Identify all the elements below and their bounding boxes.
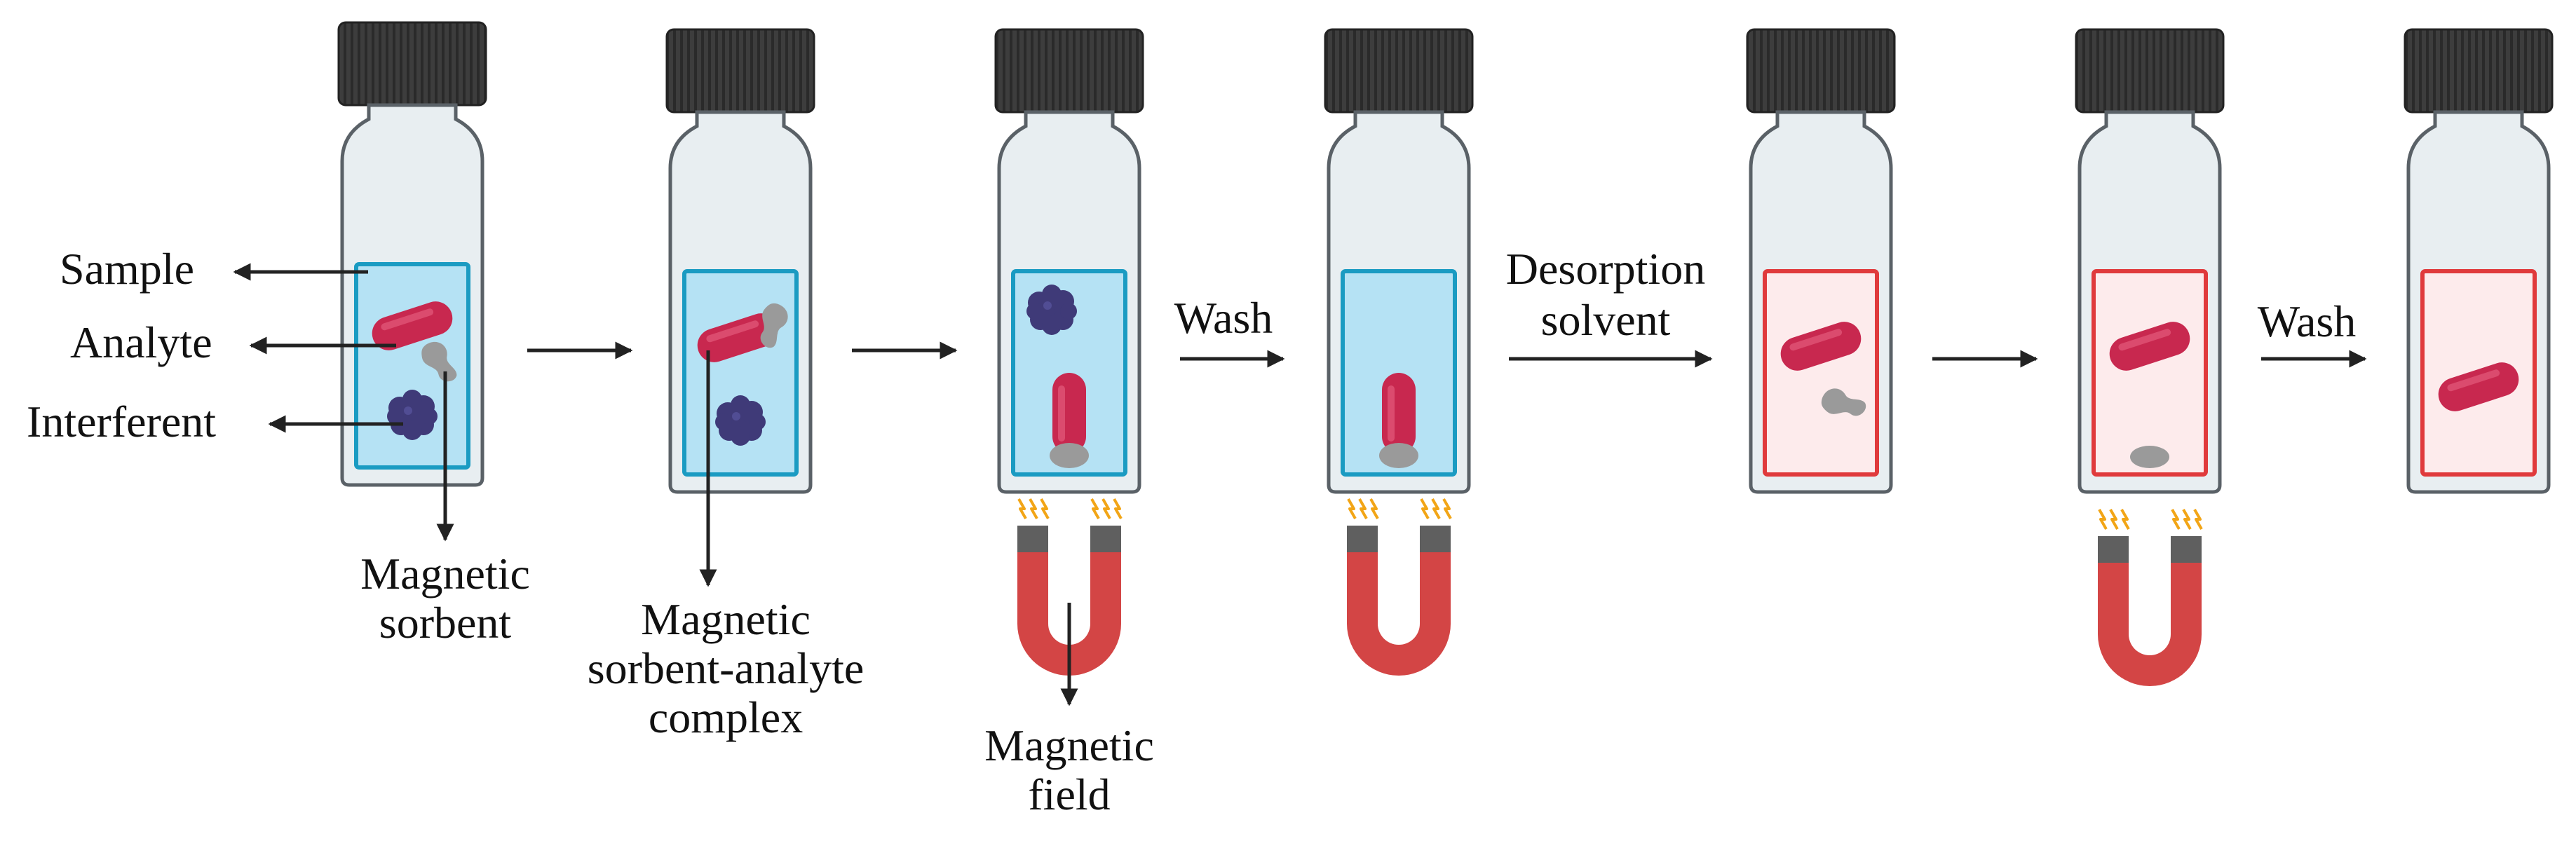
vial-cap xyxy=(2075,28,2225,114)
spark-icon xyxy=(2171,509,2203,530)
magnetic-sorbent-particle xyxy=(2130,446,2169,468)
vial-step-4 xyxy=(1324,28,1474,676)
vial-step-3 xyxy=(994,28,1144,676)
magnet xyxy=(2098,509,2203,686)
sample-label: Sample xyxy=(60,244,194,294)
magnet-pole-left xyxy=(1017,526,1048,552)
vial-cap xyxy=(665,28,815,114)
vial-cap xyxy=(1746,28,1896,114)
magnetic-sorbent-label: sorbent xyxy=(379,598,512,648)
desorption-solvent-label: solvent xyxy=(1541,295,1671,345)
held-complex xyxy=(1379,373,1418,468)
desorption-solvent-liquid xyxy=(2092,269,2208,477)
magnet-body xyxy=(1017,550,1121,676)
interferent-label: Interferent xyxy=(27,397,216,446)
analyte-capsule xyxy=(2109,322,2190,371)
vial-step-7 xyxy=(2404,28,2554,494)
magnet-body xyxy=(1347,550,1451,676)
magnet xyxy=(1347,498,1452,676)
magnet-pole-right xyxy=(2171,536,2202,563)
analyte-capsule xyxy=(1780,322,1862,371)
magnetic-field-label: field xyxy=(1028,769,1110,819)
analyte-capsule xyxy=(372,301,453,350)
complex-label: sorbent-analyte xyxy=(588,643,865,693)
spark-icon xyxy=(1420,498,1452,519)
desorption-solvent-liquid xyxy=(1763,269,1879,477)
vial-step-6 xyxy=(2075,28,2225,686)
interferent-particle xyxy=(715,395,766,446)
magnetic-sorbent-label: Magnetic xyxy=(360,549,530,598)
vial-cap xyxy=(994,28,1144,114)
held-complex xyxy=(1050,373,1089,468)
vial-step-2 xyxy=(665,28,815,494)
vials-layer xyxy=(337,21,2554,686)
magnet-pole-right xyxy=(1420,526,1451,552)
wash-label-2: Wash xyxy=(2258,296,2357,346)
analyte-capsule xyxy=(2438,362,2519,411)
magnetic-field-label: Magnetic xyxy=(984,720,1154,770)
complex-label: complex xyxy=(649,692,803,742)
magnet-pole-left xyxy=(2098,536,2129,563)
spark-icon xyxy=(2098,509,2130,530)
interferent-particle xyxy=(1026,285,1077,335)
analyte-label: Analyte xyxy=(70,317,212,367)
magnet xyxy=(1017,498,1123,676)
spark-icon xyxy=(1347,498,1379,519)
magnetic-sorbent-particle xyxy=(1821,388,1866,416)
desorption-solvent-label: Desorption xyxy=(1506,244,1705,294)
complex-label: Magnetic xyxy=(641,594,811,644)
magnet-pole-left xyxy=(1347,526,1378,552)
magnetic-sorbent-particle xyxy=(760,303,788,348)
vial-cap xyxy=(1324,28,1474,114)
magnet-body xyxy=(2098,561,2202,686)
vial-cap xyxy=(337,21,487,107)
magnet-pole-right xyxy=(1090,526,1121,552)
magnetic-sorbent-particle xyxy=(421,341,457,382)
analyte-capsule xyxy=(697,313,778,362)
arrows-layer xyxy=(233,263,2367,706)
vial-cap xyxy=(2404,28,2554,114)
wash-label-1: Wash xyxy=(1174,293,1273,343)
spark-icon xyxy=(1017,498,1050,519)
vial-step-5 xyxy=(1746,28,1896,494)
vial-step-1 xyxy=(337,21,487,487)
spark-icon xyxy=(1090,498,1123,519)
